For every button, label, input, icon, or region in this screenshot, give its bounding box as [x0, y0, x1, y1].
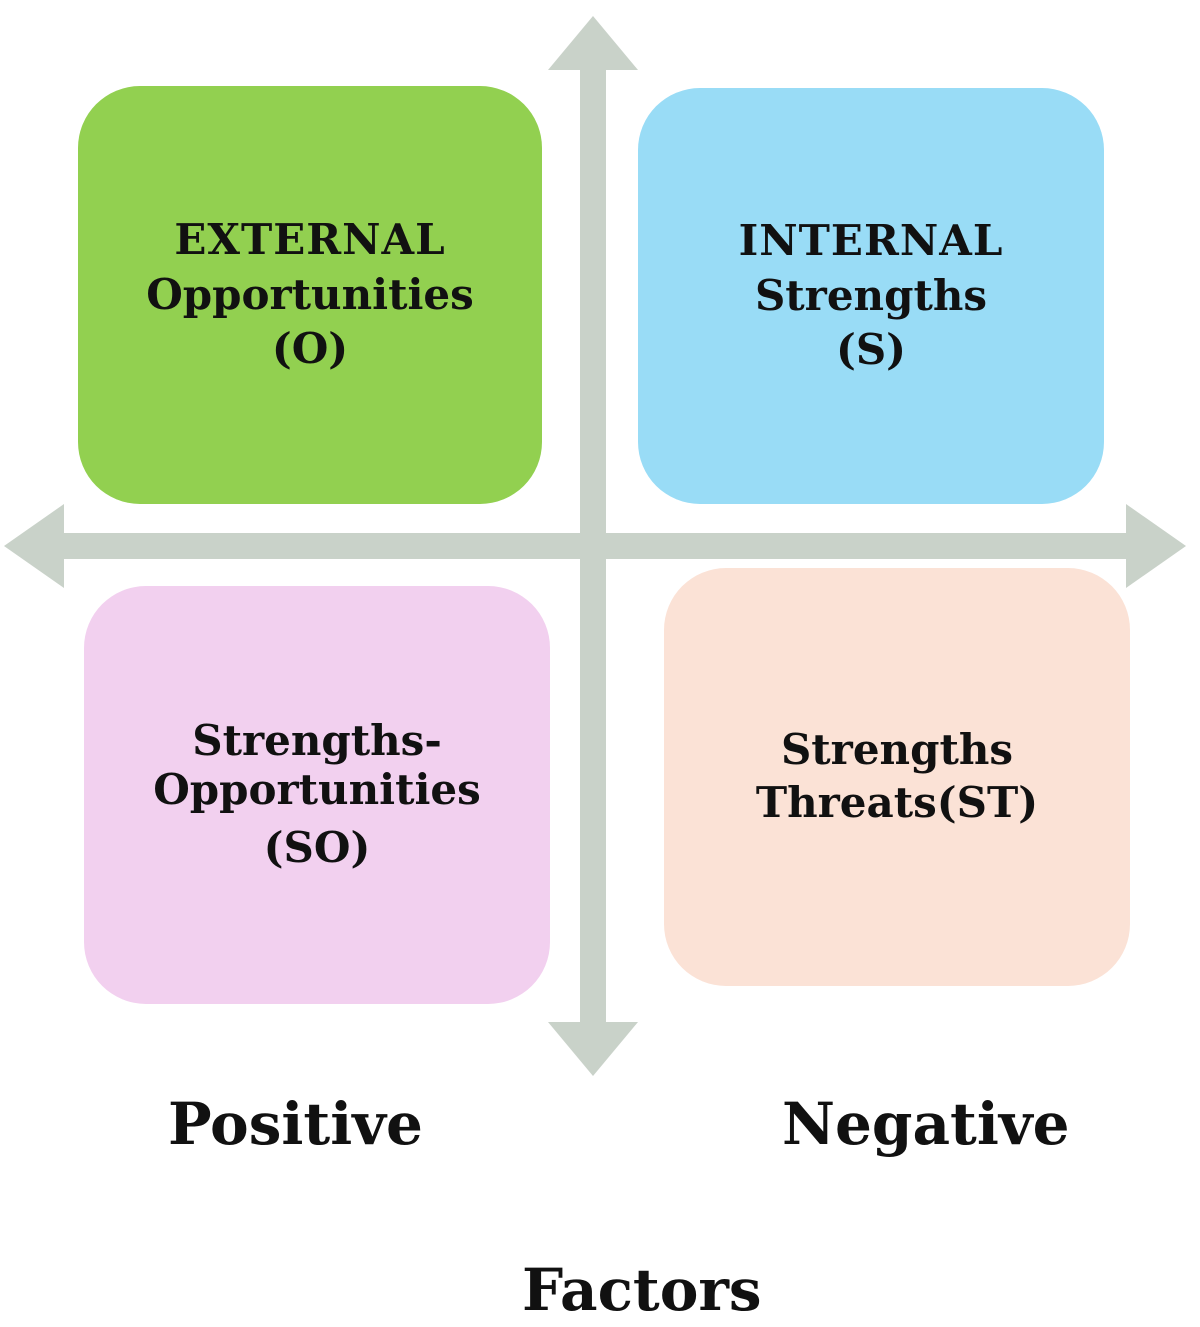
positive-label: Positive — [168, 1090, 423, 1158]
opportunities-label: Opportunities — [146, 269, 474, 319]
so-code: (SO) — [263, 823, 371, 873]
strengths-quadrant: INTERNAL Strengths (S) — [638, 88, 1104, 504]
strengths-label: Strengths — [754, 270, 988, 320]
right-arrowhead — [1126, 504, 1186, 588]
internal-heading: INTERNAL — [738, 215, 1004, 265]
negative-label: Negative — [782, 1090, 1070, 1158]
horizontal-axis — [56, 533, 1132, 559]
strengths-threats-quadrant: Strengths Threats(ST) — [664, 568, 1130, 986]
strengths-opportunities-quadrant: Strengths- Opportunities (SO) — [84, 586, 550, 1004]
left-arrowhead — [4, 504, 64, 588]
factors-label: Factors — [522, 1256, 762, 1324]
opportunities-quadrant: EXTERNAL Opportunities (O) — [78, 86, 542, 504]
st-label-line1: Strengths — [780, 725, 1014, 775]
st-label-line2: Threats(ST) — [755, 778, 1039, 827]
strengths-code: (S) — [835, 325, 907, 375]
opportunities-code: (O) — [271, 324, 349, 374]
down-arrowhead — [548, 1022, 638, 1076]
so-label-line2: Opportunities — [153, 764, 481, 814]
up-arrowhead — [548, 16, 638, 70]
external-heading: EXTERNAL — [174, 214, 446, 264]
so-label-line1: Strengths- — [192, 715, 442, 765]
